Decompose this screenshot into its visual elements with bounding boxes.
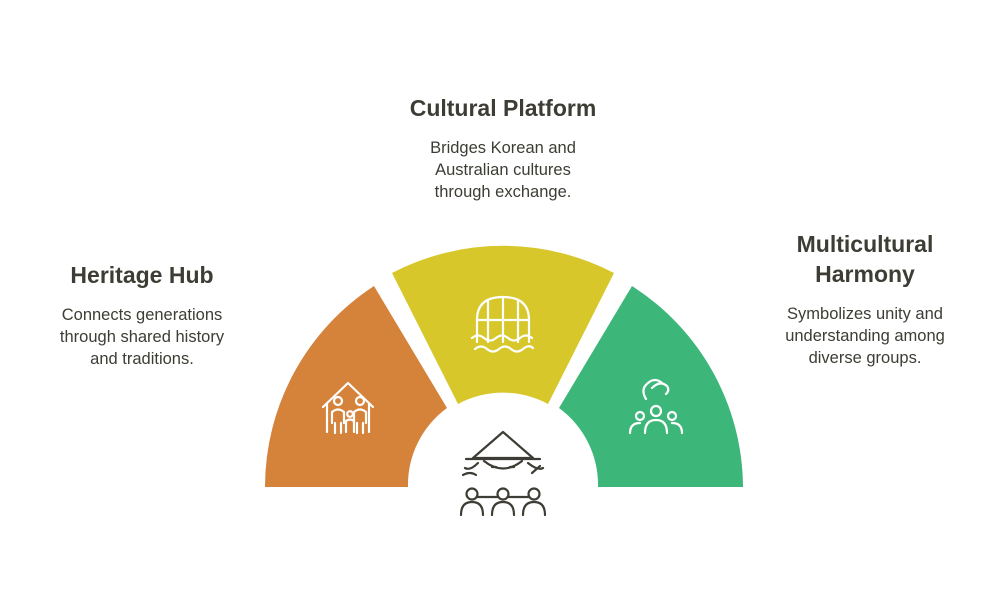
title-line: Harmony	[815, 261, 915, 287]
title-line: Multicultural	[796, 231, 934, 257]
heritage-hub-block: Heritage Hub Connects generations throug…	[27, 260, 257, 370]
heritage-hub-title: Heritage Hub	[70, 262, 214, 288]
multicultural-harmony-description: Symbolizes unity and understanding among…	[750, 303, 980, 369]
description-line: understanding among	[785, 327, 945, 345]
group-people-icon	[628, 378, 684, 435]
description-line: and traditions.	[90, 350, 194, 368]
description-line: Connects generations	[61, 306, 223, 324]
description-line: diverse groups.	[808, 349, 922, 367]
heritage-hub-description: Connects generations through shared hist…	[27, 304, 257, 370]
opera-house-waves-icon	[470, 295, 535, 353]
description-line: through exchange.	[434, 183, 572, 201]
cultural-platform-description: Bridges Korean and Australian cultures t…	[383, 137, 623, 203]
cultural-platform-title: Cultural Platform	[409, 95, 597, 121]
description-line: Bridges Korean and	[430, 139, 576, 157]
cultural-platform-block: Cultural Platform Bridges Korean and Aus…	[383, 93, 623, 203]
korean-hat-community-icon	[459, 430, 547, 517]
description-line: Australian cultures	[435, 161, 571, 179]
family-house-icon	[321, 381, 375, 435]
segment-multicultural-harmony	[559, 286, 743, 487]
description-line: Symbolizes unity and	[787, 305, 943, 323]
multicultural-harmony-block: Multicultural Harmony Symbolizes unity a…	[750, 229, 980, 369]
segment-heritage-hub	[265, 286, 447, 487]
description-line: through shared history	[59, 328, 225, 346]
multicultural-harmony-title: Multicultural Harmony	[750, 229, 980, 289]
